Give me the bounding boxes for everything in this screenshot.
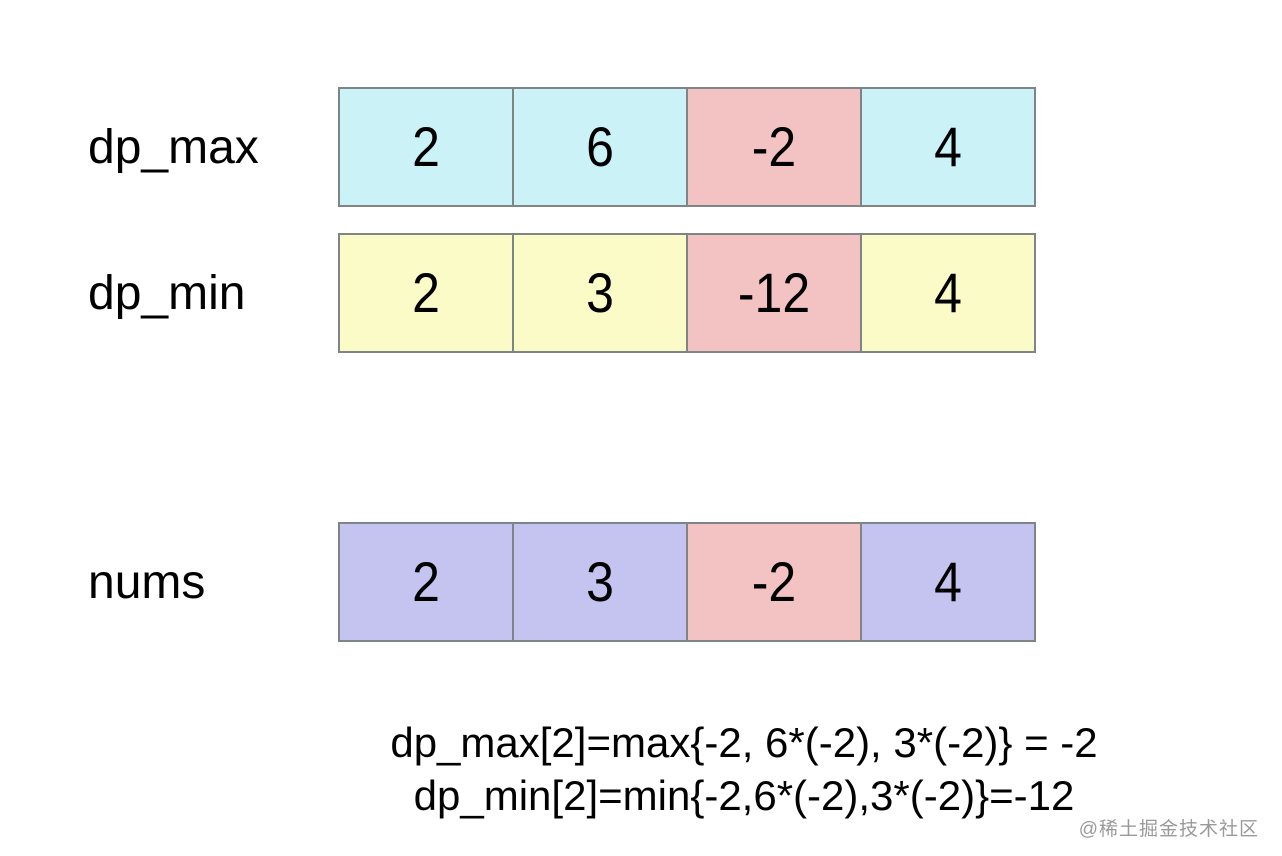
cell-value: 2 <box>412 115 440 179</box>
dp-min-array: 2 3 -12 4 <box>338 233 1036 353</box>
cell-value: -12 <box>737 261 811 325</box>
watermark-text: @稀土掘金技术社区 <box>1078 819 1259 840</box>
dp-min-cell-3: 4 <box>860 235 1034 351</box>
dp-min-cell-2-highlighted: -12 <box>686 235 860 351</box>
nums-cell-2-highlighted: -2 <box>686 524 860 640</box>
dp-min-cell-0: 2 <box>340 235 512 351</box>
cell-value: 3 <box>586 261 614 325</box>
dp-max-cell-1: 6 <box>512 89 686 205</box>
nums-cell-1: 3 <box>512 524 686 640</box>
dp-max-cell-3: 4 <box>860 89 1034 205</box>
cell-value: 2 <box>412 261 440 325</box>
row-label-dp-max: dp_max <box>88 120 259 174</box>
nums-cell-3: 4 <box>860 524 1034 640</box>
cell-value: 3 <box>586 550 614 614</box>
cell-value: 6 <box>586 115 614 179</box>
dp-max-cell-0: 2 <box>340 89 512 205</box>
nums-array: 2 3 -2 4 <box>338 522 1036 642</box>
nums-cell-0: 2 <box>340 524 512 640</box>
cell-value: 4 <box>934 550 962 614</box>
cell-value: 4 <box>934 261 962 325</box>
row-label-nums: nums <box>88 555 206 609</box>
formula-dp-min: dp_min[2]=min{-2,6*(-2),3*(-2)}=-12 <box>413 772 1075 819</box>
cell-value: 4 <box>934 115 962 179</box>
formula-dp-max: dp_max[2]=max{-2, 6*(-2), 3*(-2)} = -2 <box>390 719 1098 766</box>
formula-block: dp_max[2]=max{-2, 6*(-2), 3*(-2)} = -2 d… <box>390 716 1097 822</box>
dp-max-array: 2 6 -2 4 <box>338 87 1036 207</box>
cell-value: -2 <box>751 115 797 179</box>
dp-min-cell-1: 3 <box>512 235 686 351</box>
cell-value: -2 <box>751 550 797 614</box>
row-label-dp-min: dp_min <box>88 266 246 320</box>
cell-value: 2 <box>412 550 440 614</box>
dp-max-cell-2-highlighted: -2 <box>686 89 860 205</box>
